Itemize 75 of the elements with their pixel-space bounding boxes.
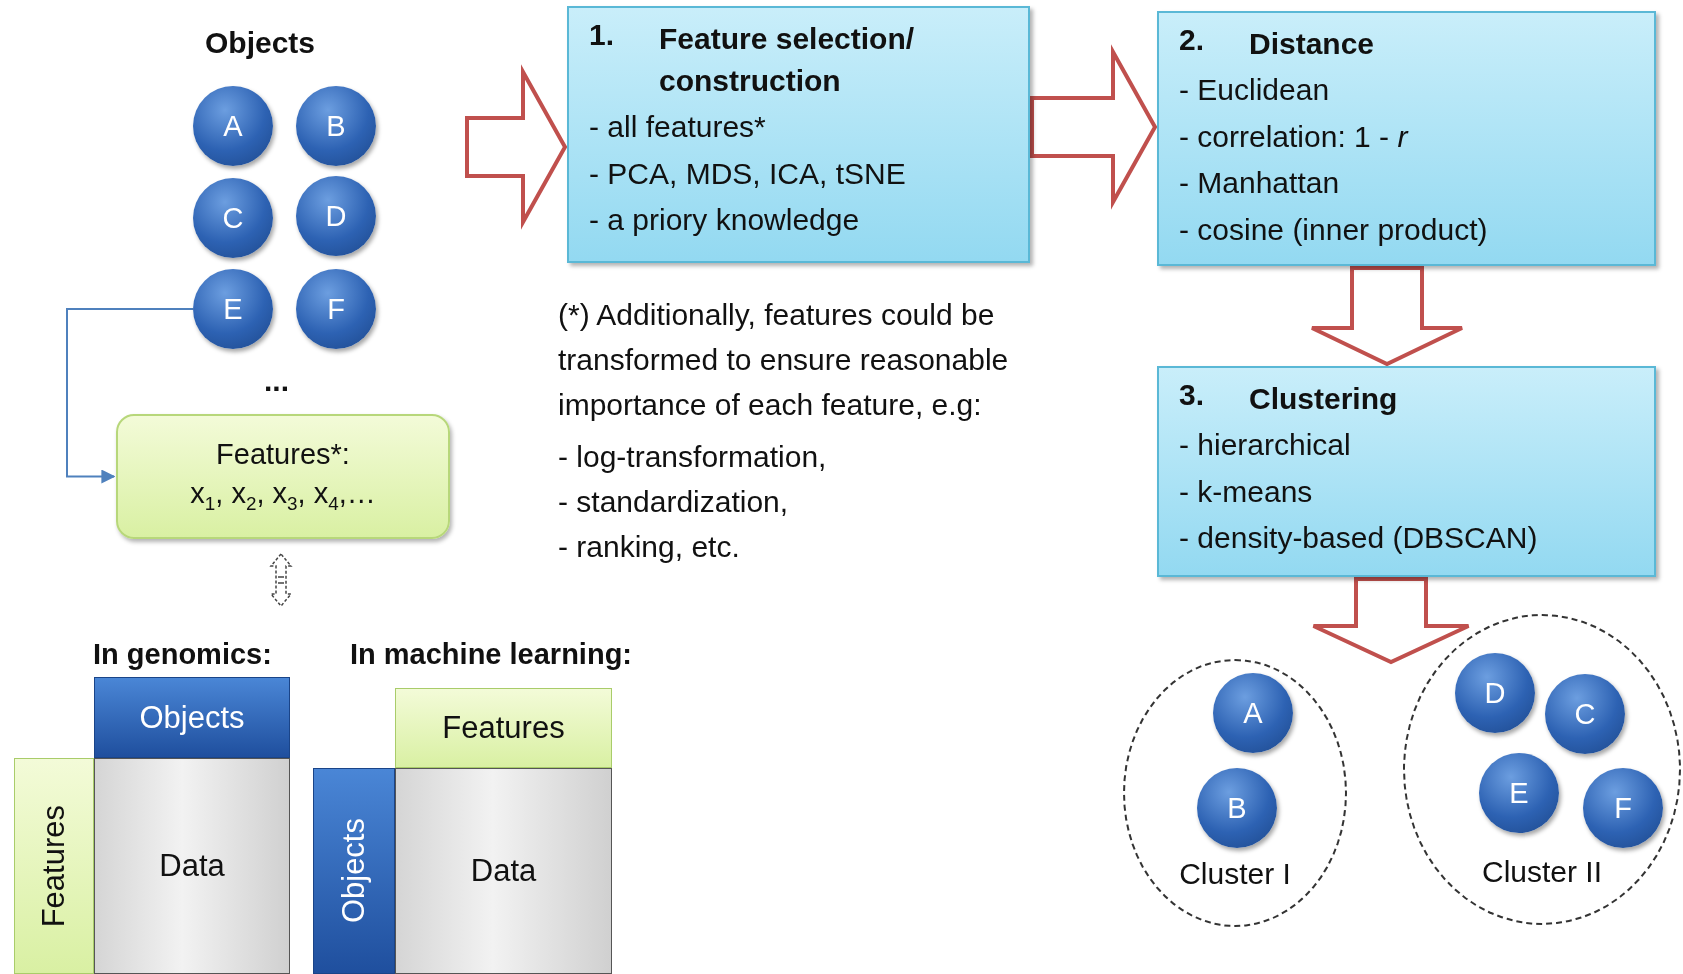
header-text: Objects	[139, 699, 245, 736]
object-circle	[193, 178, 273, 258]
note-text: (*) Additionally, features could be transformed to ensure reasonable importance of each feature, e.g:	[558, 297, 1010, 423]
block-arrow	[1310, 266, 1464, 367]
step-title: Feature selection/ construction	[659, 21, 916, 99]
list-item: - hierarchical	[1179, 427, 1352, 463]
step-box	[1157, 366, 1656, 577]
heading: In genomics:	[93, 637, 272, 672]
circle-label: E	[223, 292, 243, 326]
list-item: - k-means	[1179, 473, 1314, 510]
heading: Objects	[205, 25, 316, 61]
list-item: - correlation: 1 - r	[1179, 118, 1410, 155]
list-item: - density-based (DBSCAN)	[1179, 520, 1539, 556]
object-circle	[1455, 653, 1535, 733]
header-text: Data	[470, 853, 537, 889]
box-title: Features*:	[216, 438, 350, 472]
list-item: - all features*	[589, 109, 767, 145]
object-circle	[193, 269, 273, 349]
block-arrow	[1030, 44, 1158, 210]
header-text: Objects	[336, 818, 372, 924]
cluster-ellipse	[1123, 659, 1347, 927]
circle-label: B	[1227, 791, 1247, 825]
header-text: Features	[442, 710, 565, 746]
circle-label: E	[1509, 776, 1529, 810]
note-text: - log-transformation,	[558, 439, 827, 475]
object-circle	[1197, 768, 1277, 848]
step-title: Distance	[1249, 26, 1376, 62]
circle-label: A	[1243, 696, 1263, 730]
list-item: - PCA, MDS, ICA, tSNE	[589, 155, 907, 192]
circle-label: C	[222, 201, 244, 235]
circle-label: B	[326, 109, 346, 143]
data-block	[395, 768, 612, 974]
cluster-label: Cluster I	[1178, 857, 1292, 891]
header-text: Features	[36, 804, 72, 928]
block-arrow	[1311, 577, 1471, 665]
object-circle	[296, 86, 376, 166]
note-text: - ranking, etc.	[558, 529, 740, 565]
step-title: Clustering	[1249, 381, 1399, 417]
step-number: 2.	[1179, 23, 1206, 58]
connector-arrow	[66, 308, 194, 484]
circle-label: F	[1614, 791, 1632, 825]
cluster-ellipse	[1403, 614, 1681, 925]
step-number: 1.	[589, 18, 616, 53]
header-text: Data	[159, 848, 225, 884]
matrix-top-header	[395, 688, 612, 768]
block-arrow	[465, 64, 568, 230]
circle-label: D	[1484, 676, 1506, 710]
note-text: - standardization,	[558, 484, 789, 520]
matrix-side-header	[313, 768, 395, 974]
circle-label: A	[223, 109, 243, 143]
circle-label: F	[327, 292, 345, 326]
object-circle	[296, 176, 376, 256]
heading: ...	[264, 363, 289, 399]
object-circle	[1213, 673, 1293, 753]
feature-list: x$_{1}$, x$_{2}$, x$_{3}$, x$_{4}$,…	[190, 477, 376, 515]
list-item: - Manhattan	[1179, 165, 1341, 201]
object-circle	[1479, 753, 1559, 833]
step-box	[567, 6, 1030, 263]
heading: In machine learning:	[350, 637, 632, 672]
circle-label: C	[1574, 697, 1596, 731]
step-box	[1157, 11, 1656, 266]
cluster-label: Cluster II	[1481, 855, 1603, 889]
object-circle	[296, 269, 376, 349]
matrix-top-header	[94, 677, 290, 758]
object-circle	[1545, 674, 1625, 754]
object-circle	[193, 86, 273, 166]
feature-box	[116, 414, 450, 539]
list-item: - Euclidean	[1179, 72, 1331, 108]
data-block	[94, 758, 290, 974]
matrix-side-header	[14, 758, 94, 974]
step-number: 3.	[1179, 378, 1206, 413]
list-item: - a priory knowledge	[589, 202, 861, 238]
circle-label: D	[325, 199, 347, 233]
object-circle	[1583, 768, 1663, 848]
list-item: - cosine (inner product)	[1179, 211, 1489, 248]
